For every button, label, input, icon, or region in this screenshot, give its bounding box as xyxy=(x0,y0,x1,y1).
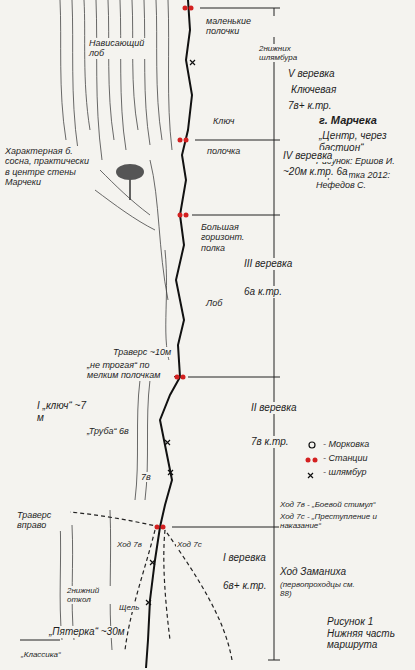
legend-text: - Станции xyxy=(322,453,369,463)
route-note: Рисунок 1 Нижняя часть маршрута xyxy=(326,616,410,651)
route-note: V веревка xyxy=(287,68,336,80)
route-note: Нависающий лоб xyxy=(88,38,148,59)
route-note: Ход 7с - „Преступление и наказание“ xyxy=(279,512,411,530)
route-note: III веревка xyxy=(243,258,293,270)
route-note: Траверс ~10м xyxy=(112,347,172,357)
route-note: I веревка xyxy=(222,552,267,564)
route-note: „Пятерка“ ~30м xyxy=(48,626,126,638)
route-note: полочка xyxy=(206,146,241,156)
route-note: (первопроходцы см. 88) xyxy=(279,580,359,598)
route-note: 2нижних шлямбура xyxy=(258,44,310,62)
route-title: г. Марчека xyxy=(318,114,378,127)
route-note: IV веревка xyxy=(282,150,333,162)
legend-text: - Морковка xyxy=(322,439,370,449)
route-note: I „ключ“ ~7 м xyxy=(36,400,88,423)
measure-line xyxy=(20,8,280,660)
route-note: Характерная б. сосна, практически в цент… xyxy=(4,146,92,187)
legend-text: - шлямбур xyxy=(322,467,367,477)
route-note: 7в xyxy=(140,472,152,482)
route-note: Большая горизонт. полка xyxy=(200,222,270,253)
route-note: 7в к.тр. xyxy=(250,436,290,448)
route-note: Лоб xyxy=(205,298,223,308)
route-note: 6в+ к.тр. xyxy=(222,580,267,592)
route-line xyxy=(120,0,192,668)
route-note: Ключевая xyxy=(290,84,337,96)
route-note: Траверс вправо xyxy=(16,510,64,531)
route-note: II веревка xyxy=(250,402,298,414)
pine-tree xyxy=(116,164,144,200)
route-note: маленькие полочки xyxy=(205,16,275,37)
route-note: 6а к.тр. xyxy=(243,286,283,298)
route-note: „Труба“ 6в xyxy=(86,426,130,436)
route-note: Ход 7в - „Боевой стимул“ xyxy=(279,500,376,509)
route-note: „Классика“ xyxy=(20,650,62,659)
route-note: 7в+ к.тр. xyxy=(287,100,332,112)
route-note: „не трогая“ по мелким полочкам xyxy=(86,360,174,381)
route-note: 2нижний откол xyxy=(66,586,122,604)
route-note: Ход 7с xyxy=(176,540,203,549)
route-note: Ключ xyxy=(212,116,235,126)
route-note: Ход Заманиха xyxy=(279,566,347,578)
route-note: Щель xyxy=(118,603,140,612)
route-note: ~20м к.тр. 6а xyxy=(282,166,349,178)
route-note: Ход 7в xyxy=(116,540,143,549)
